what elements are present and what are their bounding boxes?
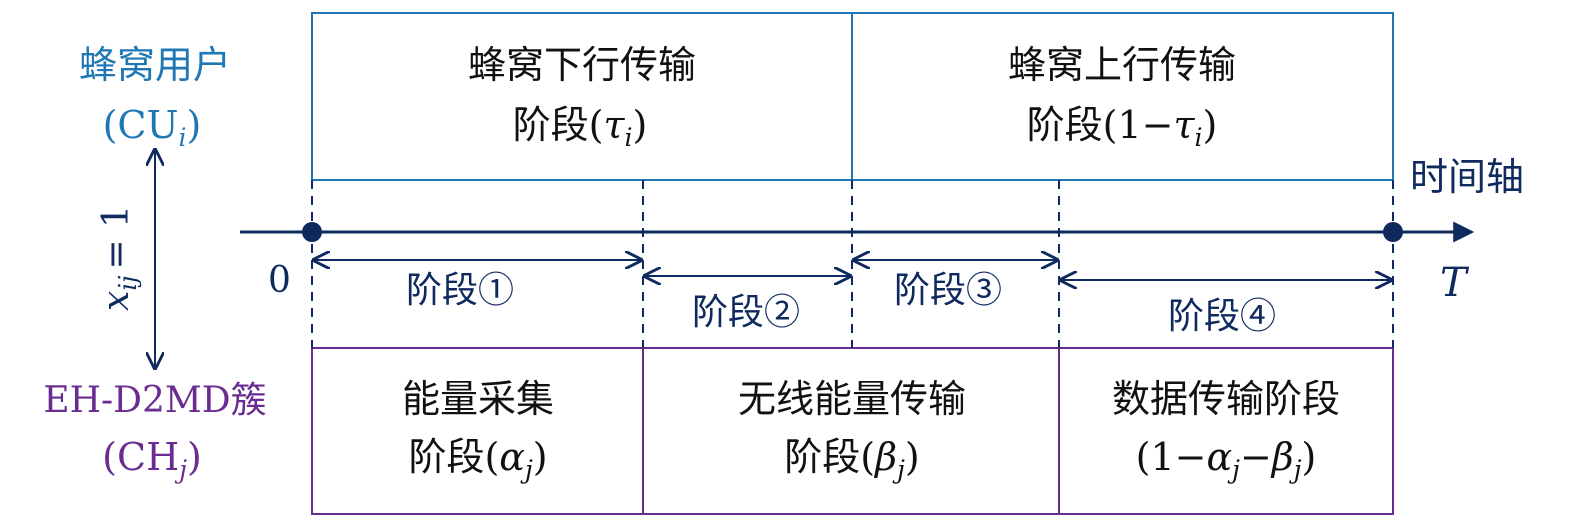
uplink-phase-box (851, 12, 1394, 181)
data-transfer-title: 数据传输阶段 (1112, 377, 1340, 421)
energy-harvest-fraction: 阶段(αj) (408, 435, 547, 484)
energy-harvest-title: 能量采集 (402, 377, 554, 421)
wireless-energy-fraction: 阶段(βj) (784, 435, 919, 484)
cellular-user-label: 蜂窝用户 (79, 43, 231, 87)
downlink-phase-title: 蜂窝下行传输 (468, 43, 696, 87)
cluster-label: EH-D2MD簇 (43, 380, 266, 421)
uplink-phase-title: 蜂窝上行传输 (1008, 43, 1236, 87)
stage3-label: 阶段③ (894, 270, 1002, 311)
energy-harvest-box (311, 347, 644, 515)
time-axis-label: 时间轴 (1410, 155, 1524, 199)
axis-start-dot (302, 222, 322, 242)
wireless-energy-title: 无线能量传输 (738, 377, 966, 421)
data-transfer-fraction: (1−αj−βj) (1136, 435, 1317, 484)
axis-origin-label: 0 (268, 260, 291, 301)
axis-end-label: T (1440, 260, 1470, 306)
axis-end-dot (1383, 222, 1403, 242)
cluster-symbol: (CHj) (102, 435, 202, 484)
data-transfer-box (1058, 347, 1394, 515)
association-equation: xij= 1 (96, 205, 142, 311)
stage2-label: 阶段② (692, 292, 800, 333)
cellular-user-symbol: (CUi) (103, 103, 202, 152)
stage1-label: 阶段① (406, 270, 514, 311)
downlink-phase-box (311, 12, 853, 181)
uplink-phase-fraction: 阶段(1−τi) (1027, 103, 1218, 152)
wireless-energy-box (642, 347, 1060, 515)
stage4-label: 阶段④ (1168, 296, 1276, 337)
downlink-phase-fraction: 阶段(τi) (513, 103, 648, 152)
